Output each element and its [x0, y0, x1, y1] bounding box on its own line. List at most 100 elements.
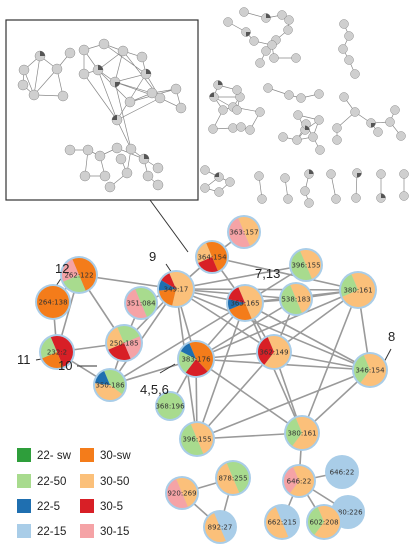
legend-label: 30-5	[100, 501, 123, 513]
legend-swatch	[17, 524, 31, 538]
network-node: 380:161	[339, 271, 377, 309]
network-edge	[301, 289, 359, 434]
node-label: 350:186	[95, 382, 125, 390]
node-label: 380:161	[287, 430, 316, 438]
overview-boxed-nodes	[17, 38, 187, 193]
node-slice	[37, 286, 69, 318]
network-node: 364:154	[195, 240, 229, 274]
node-slice	[284, 467, 299, 493]
node-slice	[308, 507, 324, 535]
node-slice	[198, 257, 218, 273]
node-label: 346:154	[355, 367, 385, 375]
node-slice	[291, 251, 312, 280]
node-label: 362:149	[259, 349, 288, 357]
node-label: 878:255	[218, 475, 247, 483]
network-edge	[175, 288, 371, 371]
node-slice	[158, 280, 176, 291]
node-slice	[161, 273, 176, 289]
node-slice	[264, 336, 290, 368]
node-slice	[157, 393, 183, 419]
network-node: 878:255	[215, 460, 251, 496]
network-node: 346:154	[352, 352, 388, 388]
node-slice	[50, 336, 73, 367]
node-slice	[190, 423, 213, 454]
legend-label: 22-5	[37, 501, 60, 513]
node-slice	[258, 337, 274, 365]
node-label: 892:27	[208, 524, 233, 532]
callout-10: 10	[58, 358, 72, 373]
legend-swatch	[17, 499, 31, 513]
node-slice	[275, 505, 298, 537]
node-slice	[206, 241, 227, 271]
node-label: 363:165	[230, 300, 259, 308]
node-slice	[226, 462, 249, 493]
node-slice	[229, 303, 252, 320]
network-edge	[196, 351, 275, 440]
network-edge	[196, 302, 246, 440]
node-label: 920:269	[167, 490, 196, 498]
node-slice	[176, 477, 197, 507]
node-slice	[266, 507, 289, 538]
node-label: 646:22	[330, 469, 355, 477]
network-node: 396:155	[179, 421, 215, 457]
node-slice	[228, 218, 250, 247]
network-node: 349:17	[157, 270, 195, 308]
node-label: 646:22	[287, 478, 312, 486]
node-slice	[94, 383, 122, 401]
node-slice	[327, 457, 357, 487]
node-label: 538:183	[281, 296, 310, 304]
network-node: 363:165	[226, 284, 264, 322]
node-slice	[238, 216, 259, 246]
legend-label: 22-50	[37, 476, 66, 488]
callout-7-13: 7,13	[255, 266, 280, 281]
node-label: 349:17	[164, 286, 189, 294]
node-slice	[124, 336, 141, 359]
node-slice	[196, 243, 212, 263]
node-slice	[189, 341, 214, 372]
network-edge	[196, 369, 371, 440]
node-label: 232:2	[47, 349, 67, 357]
node-label: 351:084	[126, 300, 156, 308]
callout-11: 11	[17, 352, 31, 367]
network-edge	[211, 256, 359, 291]
node-label: 250:185	[109, 340, 138, 348]
legend-label: 30-50	[100, 476, 129, 488]
network-node: 250:185	[105, 324, 143, 362]
network-edge	[244, 302, 371, 371]
network-node: 380:161	[284, 415, 320, 451]
network-node: 351:084	[124, 286, 158, 320]
node-label: 396:155	[182, 436, 211, 444]
node-slice	[217, 463, 240, 494]
legend-swatch	[80, 499, 94, 513]
network-edge	[195, 358, 303, 434]
legend-swatch	[80, 448, 94, 462]
overview-outer-nodes	[200, 7, 409, 208]
node-slice	[63, 275, 86, 293]
node-slice	[159, 289, 176, 306]
callout-9: 9	[149, 249, 156, 264]
node-slice	[104, 369, 125, 395]
zoom-connector	[149, 199, 189, 253]
network-node: 662:215	[264, 504, 300, 540]
overview-outer-slices	[209, 13, 386, 198]
node-slice	[228, 287, 245, 303]
network-edge	[195, 289, 359, 360]
node-label: 380:161	[343, 287, 372, 295]
network-node: 646:22	[282, 464, 316, 498]
network-node: 892:27	[203, 510, 237, 544]
node-slice	[354, 355, 370, 383]
node-slice	[341, 274, 358, 297]
network-node: 538:183	[279, 282, 313, 316]
legend-label: 30-15	[100, 526, 129, 538]
callout-8: 8	[388, 329, 395, 344]
node-slice	[41, 337, 57, 359]
callout-4-5-6: 4,5,6	[140, 382, 169, 397]
network-node: 396:155	[289, 248, 323, 282]
node-label: 680:226	[333, 509, 363, 517]
overview-panel	[5, 7, 409, 253]
network-node: 368:196	[155, 391, 185, 421]
node-slice	[72, 258, 97, 291]
node-slice	[61, 259, 79, 282]
network-node: 602:208	[306, 504, 342, 540]
